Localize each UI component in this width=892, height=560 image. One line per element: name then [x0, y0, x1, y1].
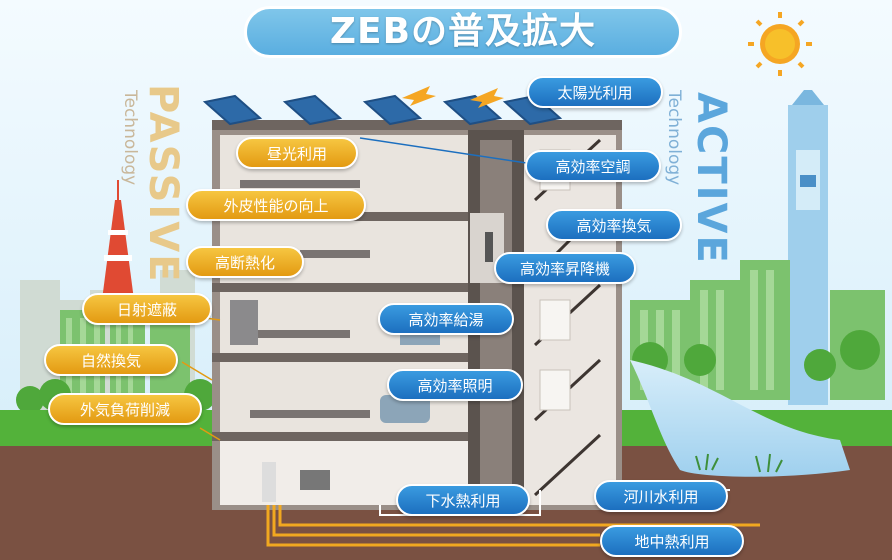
- pill-geothermal: 地中熱利用: [600, 525, 744, 557]
- pill-hvac: 高効率空調: [525, 150, 661, 182]
- pill-ventilation: 高効率換気: [546, 209, 682, 241]
- pill-load-reduction: 外気負荷削減: [48, 393, 202, 425]
- passive-sub-label: Technology: [120, 90, 140, 186]
- pill-sewage-heat: 下水熱利用: [396, 484, 530, 516]
- pill-insulation: 高断熱化: [186, 246, 304, 278]
- sun-icon: [748, 12, 812, 76]
- pill-shading: 日射遮蔽: [82, 293, 212, 325]
- skyscraper-icon: [788, 90, 828, 405]
- passive-label: PASSIVE: [140, 84, 186, 284]
- pill-elevator: 高効率昇降機: [494, 252, 636, 284]
- page-title: ZEBの普及拡大: [244, 6, 682, 58]
- tower-icon: [102, 180, 134, 300]
- pill-daylight: 昼光利用: [236, 137, 358, 169]
- active-label: ACTIVE: [688, 92, 734, 265]
- active-sub-label: Technology: [664, 90, 684, 186]
- pill-envelope: 外皮性能の向上: [186, 189, 366, 221]
- pill-river-water: 河川水利用: [594, 480, 728, 512]
- pill-natural-ventilation: 自然換気: [44, 344, 178, 376]
- pill-lighting: 高効率照明: [387, 369, 523, 401]
- pill-solar: 太陽光利用: [527, 76, 663, 108]
- pill-water-heating: 高効率給湯: [378, 303, 514, 335]
